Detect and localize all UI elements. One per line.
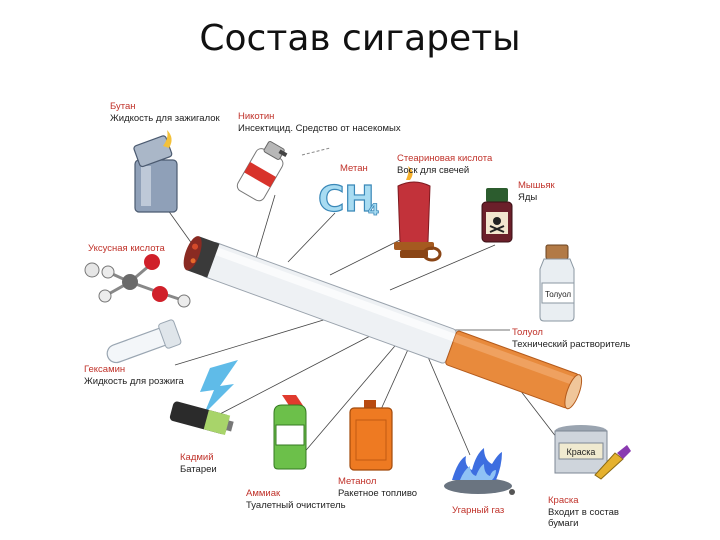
label-desc: Жидкость для розжига — [84, 375, 184, 387]
label-butane: Бутан Жидкость для зажигалок — [110, 101, 220, 124]
label-paint: Краска Входит в состав бумаги — [548, 495, 628, 530]
label-desc: Батареи — [180, 463, 217, 475]
label-name: Бутан — [110, 101, 136, 112]
label-desc: Воск для свечей — [397, 164, 470, 176]
poison-bottle-icon — [481, 188, 513, 243]
label-name: Метанол — [338, 476, 377, 487]
label-carbon-monoxide: Угарный газ — [452, 505, 504, 517]
solvent-bottle-icon: Толуол — [539, 244, 575, 322]
label-name: Кадмий — [180, 452, 214, 463]
label-name: Метан — [340, 163, 368, 174]
candle-icon — [394, 166, 442, 262]
label-cadmium: Кадмий Батареи — [180, 452, 217, 475]
insecticide-spray-icon — [236, 140, 331, 202]
label-toluene: Толуол Технический растворитель — [512, 327, 630, 350]
label-nicotine: Никотин Инсектицид. Средство от насекомы… — [238, 111, 401, 134]
label-name: Никотин — [238, 111, 275, 122]
label-name: Уксусная кислота — [88, 243, 165, 254]
canister-icon — [349, 400, 393, 471]
label-name: Краска — [548, 495, 579, 506]
label-acetic-acid: Уксусная кислота — [88, 243, 165, 255]
label-hexamine: Гексамин Жидкость для розжига — [84, 364, 184, 387]
label-name: Гексамин — [84, 364, 126, 375]
label-name: Аммиак — [246, 488, 281, 499]
label-arsenic: Мышьяк Яды — [518, 180, 555, 203]
label-desc: Инсектицид. Средство от насекомых — [238, 122, 401, 134]
methane-formula-icon: CH 4 — [317, 178, 379, 220]
label-desc: Яды — [518, 191, 538, 203]
toilet-cleaner-icon — [273, 395, 307, 470]
label-ammonia: Аммиак Туалетный очиститель — [246, 488, 346, 511]
battery-icon — [169, 360, 238, 435]
gas-flame-icon — [444, 448, 515, 495]
molecule-icon — [84, 254, 191, 308]
lighter-icon — [133, 130, 178, 213]
leader-lines — [149, 184, 571, 456]
label-desc: Туалетный очиститель — [246, 499, 346, 511]
label-name: Толуол — [512, 327, 543, 338]
label-name: Мышьяк — [518, 180, 555, 191]
paint-can-label: Краска — [567, 447, 596, 457]
label-methane: Метан — [340, 163, 368, 175]
formula-sub: 4 — [368, 200, 379, 219]
label-desc: Входит в состав бумаги — [548, 506, 619, 530]
toluene-bottle-label: Толуол — [545, 290, 571, 299]
formula-text: CH — [318, 179, 375, 220]
label-methanol: Метанол Ракетное топливо — [338, 476, 417, 499]
label-stearic-acid: Стеариновая кислота Воск для свечей — [397, 153, 492, 176]
cigarette — [183, 236, 583, 410]
paint-can-icon: Краска — [554, 425, 631, 480]
test-tube-icon — [106, 319, 182, 364]
label-name: Стеариновая кислота — [397, 153, 493, 164]
label-desc: Жидкость для зажигалок — [110, 112, 220, 124]
slide-title: Состав сигареты — [199, 18, 521, 59]
label-name: Угарный газ — [452, 505, 505, 516]
label-desc: Технический растворитель — [512, 338, 631, 350]
label-desc: Ракетное топливо — [338, 487, 418, 499]
